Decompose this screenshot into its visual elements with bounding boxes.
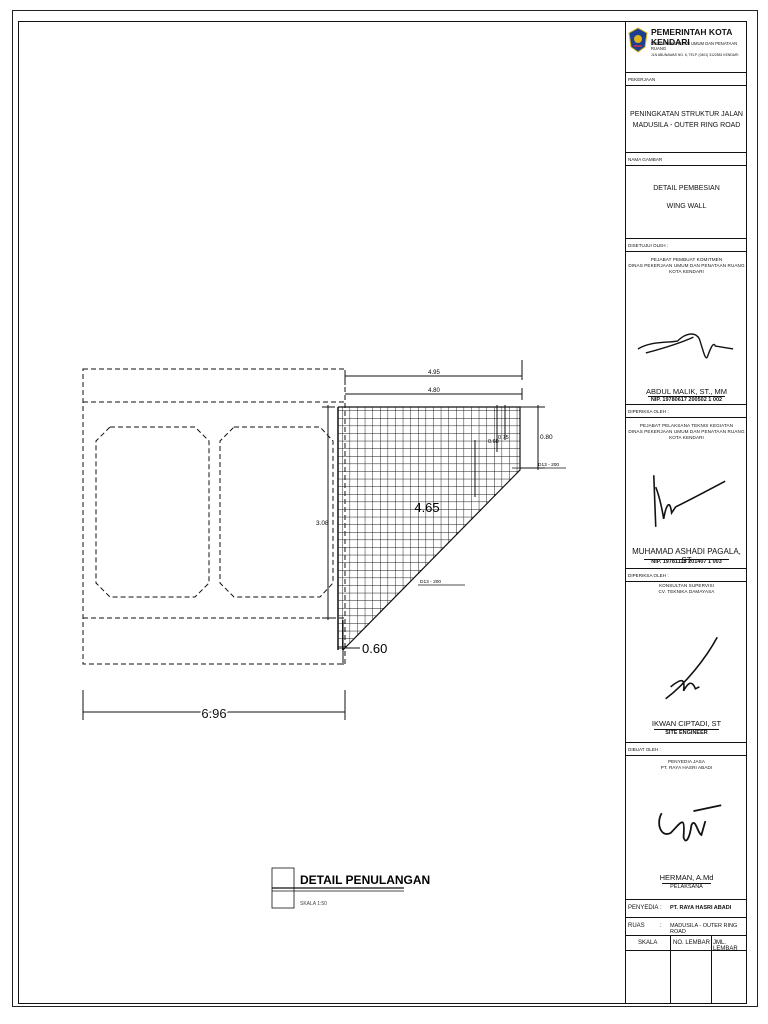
table-col-skala: SKALA [638, 940, 658, 946]
dim-label-right-height: 0.80 [540, 434, 553, 441]
diperiksa1-section: DIPERIKSA OLEH : PEJABAT PELAKSANA TEKNI… [626, 405, 747, 569]
dim-label-top-inner: 4.80 [428, 388, 440, 394]
dibuat-role2: PT. RAYA HASRI ABADI [660, 765, 713, 770]
penyedia-sep: : [660, 905, 662, 911]
box-culvert-outline [82, 368, 346, 665]
penyedia-key: PENYEDIA [628, 905, 659, 911]
signature-abdul-malik [637, 333, 734, 359]
dim-label-diagonal: 4.65 [414, 500, 439, 515]
dibuat-title: PELAKSANA [670, 884, 703, 890]
pekerjaan-label: PEKERJAAN [628, 77, 656, 82]
disetujui-role1: PEJABAT PEMBUAT KOMITMEN [650, 257, 723, 262]
rebar-label-2: D13 - 200 [420, 579, 441, 585]
diperiksa1-role2: DINAS PEKERJAAN UMUM DAN PENATAAN RUANG [628, 429, 745, 434]
detail-title-block [271, 867, 404, 909]
dimension-base-width [82, 690, 346, 720]
ruas-sep: : [660, 923, 662, 929]
org-name: PEMERINTAH KOTA KENDARI [651, 27, 733, 47]
disetujui-name: ABDUL MALIK, ST., MM [646, 387, 727, 396]
pekerjaan-line2: MADUSILA - OUTER RING ROAD [632, 122, 741, 129]
table-col-no-lembar: NO. LEMBAR [673, 940, 711, 946]
dimension-left-height [322, 405, 335, 620]
disetujui-nip: NIP. 19780617 200502 1 002 [650, 397, 723, 403]
diperiksa1-label: DIPERIKSA OLEH : [628, 409, 669, 414]
diperiksa1-role3: KOTA KENDARI [669, 435, 704, 440]
kendari-seal-icon [628, 27, 648, 53]
title-block: PEMERINTAH KOTA KENDARI DINAS PEKERJAAN … [625, 21, 747, 1004]
disetujui-label: DISETUJUI OLEH : [628, 243, 669, 248]
dim-label-small-c: 0.60 [488, 439, 499, 445]
drawing-frame [18, 21, 747, 1004]
dim-label-base-width: 6.96 [201, 706, 226, 721]
dibuat-name: HERMAN, A.Md [659, 873, 714, 882]
table-col-jml-lembar: JML. LEMBAR [713, 940, 738, 952]
signature-ashadi-pagala [652, 475, 726, 527]
diperiksa1-nip: NIP. 19781116 201407 1 003 [651, 559, 722, 565]
org-address: JLN ABUNAWAS NO. 6, TELP. (0401) 3122581… [651, 53, 739, 57]
diperiksa2-title: SITE ENGINEER [665, 730, 708, 736]
ruas-row: RUAS : MADUSILA - OUTER RING ROAD [626, 918, 747, 936]
wing-wall-outline [338, 406, 521, 651]
disetujui-role2: DINAS PEKERJAAN UMUM DAN PENATAAN RUANG [628, 263, 745, 268]
dim-label-left-height: 3.08 [316, 520, 329, 527]
nama-gambar-label: NAMA GAMBAR [628, 157, 663, 162]
sheet-table: SKALA NO. LEMBAR JML. LEMBAR [626, 936, 747, 1004]
diperiksa2-name: IKWAN CIPTADI, ST [651, 719, 722, 728]
title-header: PEMERINTAH KOTA KENDARI DINAS PEKERJAAN … [626, 21, 747, 73]
dibuat-role1: PENYEDIA JASA [667, 759, 706, 764]
detail-title: DETAIL PENULANGAN [300, 873, 430, 887]
diperiksa2-label: DIPERIKSA OLEH : [628, 573, 669, 578]
pekerjaan-line1: PENINGKATAN STRUKTUR JALAN [630, 111, 743, 118]
diperiksa1-name: MUHAMAD ASHADI PAGALA, ST [632, 547, 741, 565]
nama-gambar-line1: DETAIL PEMBESIAN [653, 185, 720, 192]
dibuat-section: DIBUAT OLEH : PENYEDIA JASA PT. RAYA HAS… [626, 743, 747, 900]
dibuat-label: DIBUAT OLEH : [628, 747, 661, 752]
ruas-key: RUAS [628, 923, 645, 929]
detail-scale: SKALA 1:50 [300, 901, 327, 907]
penyedia-row: PENYEDIA : PT. RAYA HASRI ABADI [626, 900, 747, 918]
diperiksa2-role1: KONSULTAN SUPERVISI [659, 583, 714, 588]
disetujui-section: DISETUJUI OLEH : PEJABAT PEMBUAT KOMITME… [626, 239, 747, 405]
sheet-border [12, 10, 758, 1007]
pekerjaan-section: PEKERJAAN PENINGKATAN STRUKTUR JALAN MAD… [626, 73, 747, 153]
dimension-bottom-offset [338, 620, 360, 665]
dim-label-bottom-offset: 0.60 [362, 641, 387, 656]
rebar-label-1: D13 - 200 [538, 462, 559, 468]
diperiksa2-section: DIPERIKSA OLEH : KONSULTAN SUPERVISI CV.… [626, 569, 747, 743]
signature-herman [658, 804, 722, 842]
wing-wall-drawing: 4.95 4.80 0.80 0.75 0.60 D13 - 200 3.08 … [82, 360, 566, 909]
dim-label-top-outer: 4.95 [428, 370, 440, 376]
org-dept: DINAS PEKERJAAN UMUM DAN PENATAAN RUANG [651, 41, 738, 51]
dim-label-small-a: 0.75 [498, 435, 509, 441]
penyedia-value: PT. RAYA HASRI ABADI [670, 905, 732, 911]
ruas-value: MADUSILA - OUTER RING ROAD [670, 923, 738, 935]
nama-gambar-section: NAMA GAMBAR DETAIL PEMBESIAN WING WALL [626, 153, 747, 239]
diperiksa2-role2: CV. TEKNIKA DAMAYASA [658, 589, 715, 594]
nama-gambar-line2: WING WALL [666, 203, 707, 210]
diperiksa1-role1: PEJABAT PELAKSANA TEKNIS KEGIATAN [639, 423, 734, 428]
disetujui-role3: KOTA KENDARI [669, 269, 704, 274]
signature-ikwan-ciptadi [665, 636, 718, 700]
dimension-top-outer [344, 360, 523, 400]
